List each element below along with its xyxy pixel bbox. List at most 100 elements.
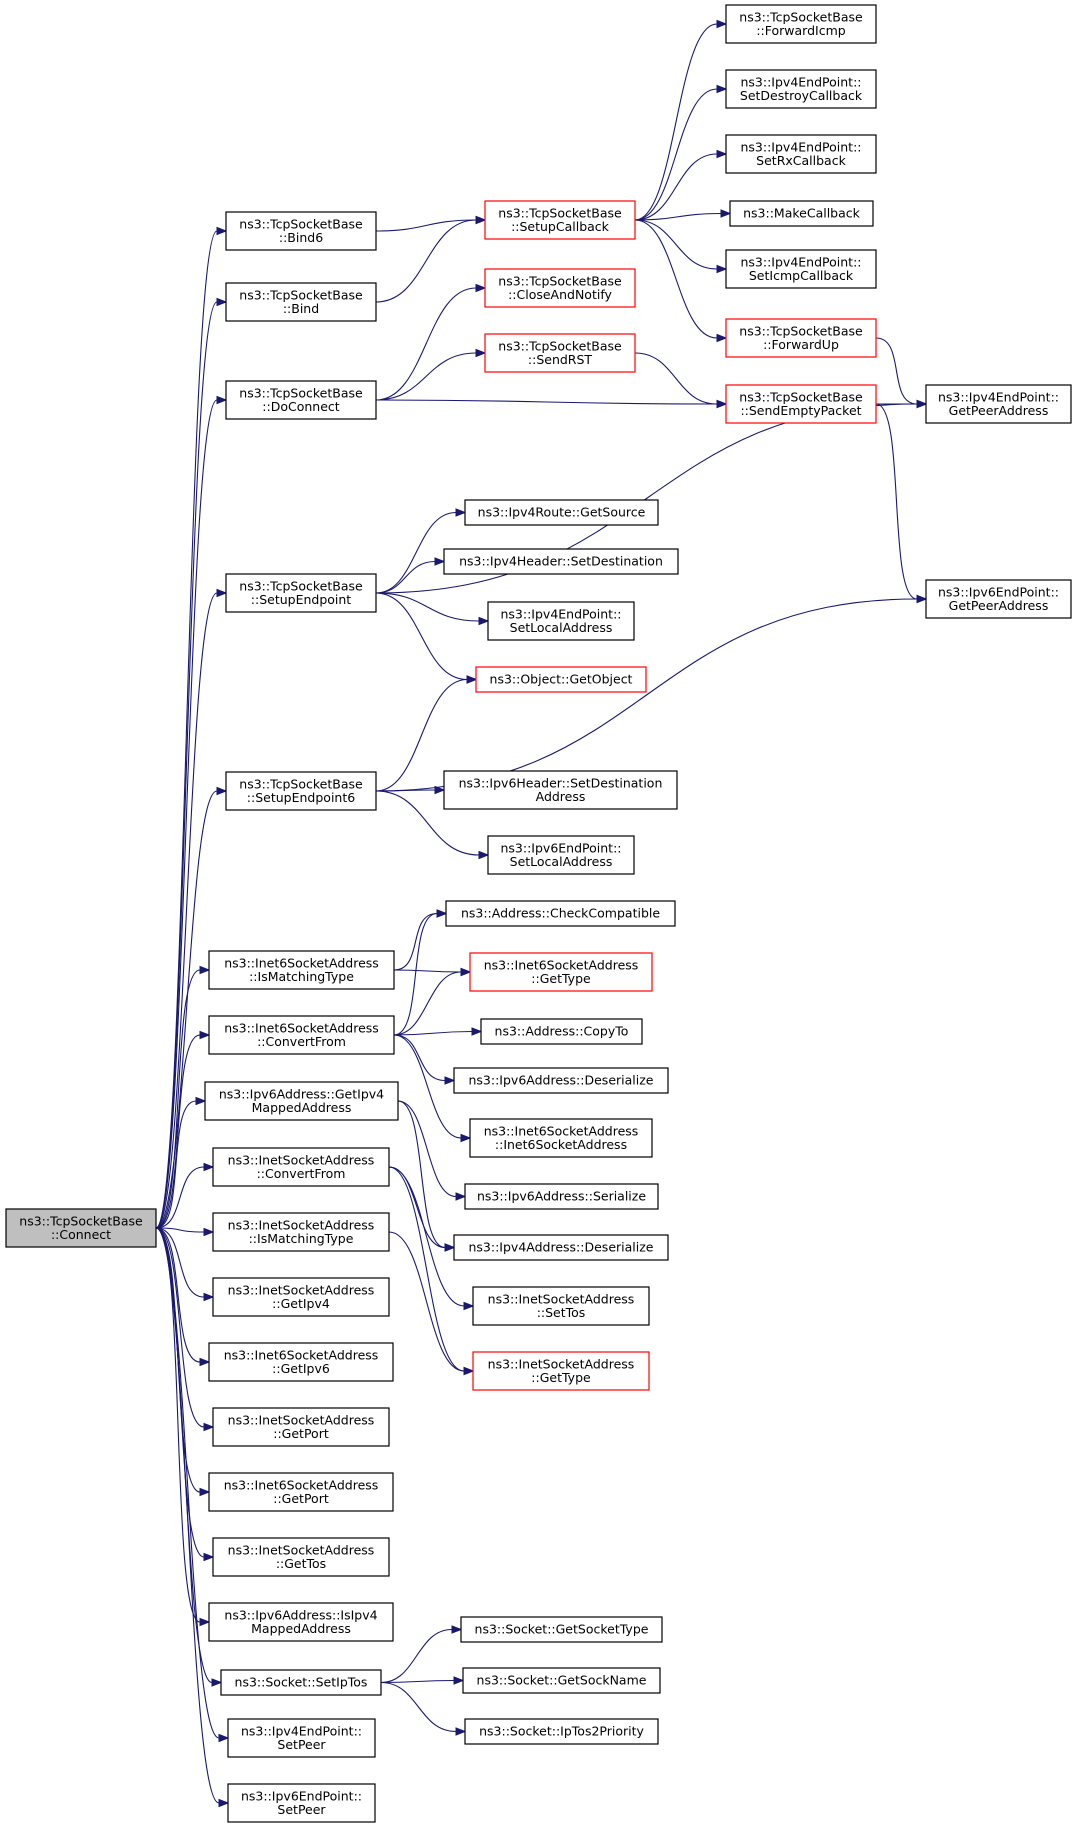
function-node[interactable]: ns3::InetSocketAddress::GetTos (212, 1537, 390, 1577)
function-node[interactable]: ns3::Inet6SocketAddress::GetPort (208, 1472, 394, 1512)
edge-n20-n42 (634, 88, 718, 221)
edge-arrowhead-n20-n46 (716, 333, 728, 343)
node-label-line: ns3::Ipv6EndPoint:: (501, 840, 622, 855)
function-node[interactable]: ns3::Ipv6Address::Serialize (464, 1183, 659, 1210)
node-box (443, 548, 679, 575)
node-box (475, 666, 647, 693)
function-node[interactable]: ns3::Inet6SocketAddress::Inet6SocketAddr… (469, 1118, 653, 1158)
function-node[interactable]: ns3::Ipv6EndPoint::SetPeer (227, 1783, 376, 1823)
function-node[interactable]: ns3::InetSocketAddress::ConvertFrom (212, 1147, 390, 1187)
edge-arrowhead-n17-n39 (453, 1676, 465, 1685)
function-node[interactable]: ns3::TcpSocketBase::CloseAndNotify (484, 268, 636, 308)
node-label-line: ::DoConnect (262, 399, 339, 414)
node-label-line: ns3::Ipv4EndPoint:: (501, 606, 622, 621)
function-node[interactable]: ns3::Ipv6EndPoint::SetLocalAddress (487, 835, 635, 875)
call-nodes: ns3::TcpSocketBase::Connect ns3::TcpSocke… (5, 4, 1072, 1823)
function-node[interactable]: ns3::TcpSocketBase::ForwardUp (725, 318, 877, 358)
function-node[interactable]: ns3::TcpSocketBase::SetupEndpoint (225, 573, 377, 613)
edge-arrowhead-n9-n35 (444, 1243, 456, 1252)
function-node[interactable]: ns3::Inet6SocketAddress::ConvertFrom (208, 1015, 395, 1055)
node-label-line: ns3::Socket::GetSocketType (475, 1622, 649, 1637)
function-node[interactable]: ns3::Socket::GetSockName (462, 1667, 661, 1694)
function-node[interactable]: ns3::Address::CopyTo (480, 1018, 643, 1045)
function-node[interactable]: ns3::TcpSocketBase::SetupCallback (484, 200, 636, 240)
function-node[interactable]: ns3::TcpSocketBase::DoConnect (225, 380, 377, 420)
function-node[interactable]: ns3::TcpSocketBase::Bind (225, 282, 377, 322)
function-node[interactable]: ns3::Address::CheckCompatible (445, 900, 676, 927)
edge-n0-n8 (155, 1100, 197, 1229)
edge-arrowhead-n20-n45 (716, 264, 728, 274)
node-box (445, 900, 676, 927)
edge-n7-n29 (393, 912, 438, 1036)
function-node[interactable]: ns3::Ipv4Address::Deserialize (453, 1234, 669, 1261)
node-label-line: ns3::Ipv6Header::SetDestination (459, 775, 663, 790)
function-node[interactable]: ns3::Ipv4EndPoint::SetDestroyCallback (725, 69, 877, 109)
function-node[interactable]: ns3::MakeCallback (729, 200, 874, 227)
function-node[interactable]: ns3::Ipv4EndPoint::SetLocalAddress (487, 601, 635, 641)
function-node[interactable]: ns3::InetSocketAddress::GetIpv4 (212, 1277, 390, 1317)
node-label-line: ::Bind (283, 301, 319, 316)
function-node[interactable]: ns3::Ipv4EndPoint::SetPeer (227, 1718, 376, 1758)
node-label-line: ns3::InetSocketAddress (228, 1412, 375, 1427)
edge-arrowhead-n17-n38 (451, 1625, 463, 1634)
edge-arrowhead-n7-n29 (436, 909, 448, 918)
node-label-line: ns3::Ipv4EndPoint:: (741, 139, 862, 154)
edge-arrowhead-n0-n12 (199, 1357, 211, 1367)
node-label-line: ns3::Inet6SocketAddress (224, 955, 379, 970)
function-node[interactable]: ns3::InetSocketAddress::GetType (472, 1351, 650, 1391)
edge-arrowhead-n5-n27 (434, 785, 446, 795)
function-node[interactable]: ns3::Object::GetObject (475, 666, 647, 693)
root-function-node[interactable]: ns3::TcpSocketBase::Connect (5, 1208, 157, 1248)
function-node[interactable]: ns3::Inet6SocketAddress::GetType (469, 952, 653, 992)
edge-n9-n35 (388, 1166, 446, 1249)
function-node[interactable]: ns3::Ipv6Address::Deserialize (453, 1067, 669, 1094)
edge-n9-n37 (388, 1166, 465, 1372)
function-node[interactable]: ns3::TcpSocketBase::Bind6 (225, 211, 377, 251)
function-node[interactable]: ns3::TcpSocketBase::SendEmptyPacket (725, 384, 877, 424)
node-label-line: ns3::TcpSocketBase (739, 389, 863, 404)
function-node[interactable]: ns3::Ipv6EndPoint::GetPeerAddress (925, 579, 1072, 619)
edge-n5-n49 (375, 598, 918, 792)
node-label-line: ns3::Address::CheckCompatible (461, 906, 660, 921)
node-box (484, 268, 636, 308)
function-node[interactable]: ns3::InetSocketAddress::IsMatchingType (212, 1212, 390, 1252)
edge-n20-n44 (634, 212, 722, 221)
edge-arrowhead-n0-n15 (203, 1552, 215, 1562)
function-node[interactable]: ns3::Inet6SocketAddress::GetIpv6 (208, 1342, 394, 1382)
function-node[interactable]: ns3::TcpSocketBase::ForwardIcmp (725, 4, 877, 44)
node-label-line: ::SetupEndpoint6 (247, 790, 355, 805)
node-label-line: GetPeerAddress (949, 403, 1049, 418)
function-node[interactable]: ns3::TcpSocketBase::SendRST (484, 333, 636, 373)
node-box (212, 1277, 390, 1317)
function-node[interactable]: ns3::Inet6SocketAddress::IsMatchingType (208, 950, 395, 990)
edge-n8-n34 (397, 1100, 457, 1198)
function-node[interactable]: ns3::Ipv4Header::SetDestination (443, 548, 679, 575)
node-label-line: ::GetPort (273, 1491, 329, 1506)
edge-n46-n48 (875, 337, 918, 405)
function-node[interactable]: ns3::Socket::GetSocketType (460, 1616, 663, 1643)
edge-arrowhead-n10-n37 (463, 1366, 475, 1376)
node-label-line: ::GetIpv4 (272, 1296, 330, 1311)
call-edges (155, 19, 928, 1808)
function-node[interactable]: ns3::Socket::IpTos2Priority (464, 1718, 659, 1745)
edge-arrowhead-n0-n16 (199, 1617, 211, 1627)
function-node[interactable]: ns3::InetSocketAddress::SetTos (472, 1286, 650, 1326)
function-node[interactable]: ns3::Ipv4EndPoint::SetIcmpCallback (725, 249, 877, 289)
node-label-line: SetLocalAddress (510, 854, 613, 869)
function-node[interactable]: ns3::InetSocketAddress::GetPort (212, 1407, 390, 1447)
edge-arrowhead-n0-n5 (216, 786, 228, 796)
function-node[interactable]: ns3::TcpSocketBase::SetupEndpoint6 (225, 771, 377, 811)
edge-n20-n46 (634, 219, 718, 339)
function-node[interactable]: ns3::Socket::SetIpTos (220, 1669, 382, 1696)
function-node[interactable]: ns3::Ipv4EndPoint::GetPeerAddress (925, 384, 1072, 424)
node-label-line: ns3::TcpSocketBase (739, 323, 863, 338)
node-label-line: Address (536, 789, 586, 804)
edge-arrowhead-n0-n14 (199, 1487, 211, 1497)
function-node[interactable]: ns3::Ipv4EndPoint::SetRxCallback (725, 134, 877, 174)
node-box (725, 249, 877, 289)
node-label-line: ns3::InetSocketAddress (488, 1291, 635, 1306)
function-node[interactable]: ns3::Ipv4Route::GetSource (464, 499, 659, 526)
